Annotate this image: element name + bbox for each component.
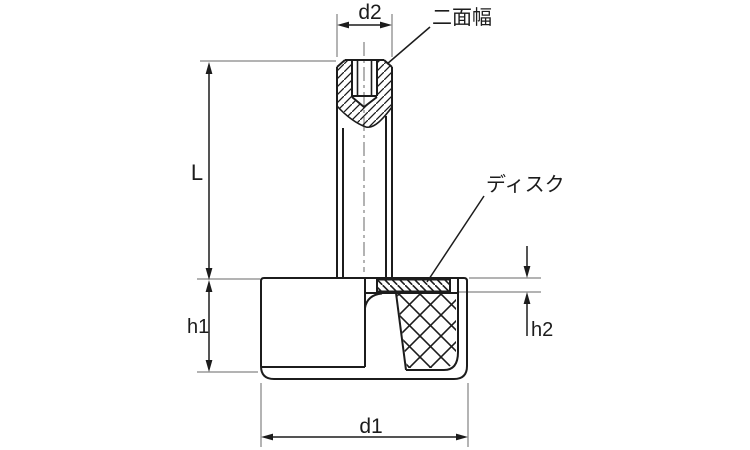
label-disk: ディスク	[486, 173, 565, 196]
callout-disk: ディスク	[426, 173, 565, 283]
recess-wall-and-section-bottom	[406, 278, 459, 371]
stem	[336, 59, 393, 278]
arrowhead	[205, 280, 213, 292]
label-d2: d2	[358, 1, 381, 24]
base-outline	[260, 277, 468, 380]
stem-section-hatch	[337, 60, 392, 128]
arrowhead	[205, 268, 213, 280]
label-h1: h1	[187, 316, 209, 338]
extension-lines	[197, 14, 541, 447]
dimension-d1: d1	[261, 415, 468, 441]
base-section-hatch	[397, 294, 456, 368]
section-hatching	[337, 60, 456, 368]
disk	[376, 278, 451, 293]
dimension-L: L	[191, 62, 213, 280]
arrowhead	[523, 292, 531, 304]
label-h2: h2	[531, 319, 553, 341]
label-width-across-flats: 二面幅	[432, 6, 492, 29]
break-line	[336, 105, 393, 129]
stem-chamfer-left	[336, 59, 346, 68]
dimension-d2: d2	[337, 1, 392, 29]
disk-hatch	[377, 279, 450, 292]
cavity-wall	[395, 292, 407, 371]
cavity-fillet-arc	[364, 292, 383, 309]
leader-line	[386, 26, 431, 65]
label-L: L	[191, 160, 203, 185]
label-d1: d1	[359, 415, 382, 438]
leader-line	[426, 195, 485, 283]
base	[260, 277, 468, 380]
arrowhead	[337, 21, 349, 29]
callout-width-across-flats: 二面幅	[386, 6, 492, 65]
drill-point	[351, 96, 378, 109]
arrowhead	[205, 62, 213, 74]
arrowhead	[380, 21, 392, 29]
arrowhead	[456, 433, 468, 441]
arrowhead	[205, 360, 213, 372]
dimension-h1: h1	[187, 280, 213, 372]
dimension-h2: h2	[523, 246, 553, 341]
disk-outline	[376, 278, 451, 293]
arrowhead	[523, 266, 531, 278]
arrowhead	[261, 433, 273, 441]
